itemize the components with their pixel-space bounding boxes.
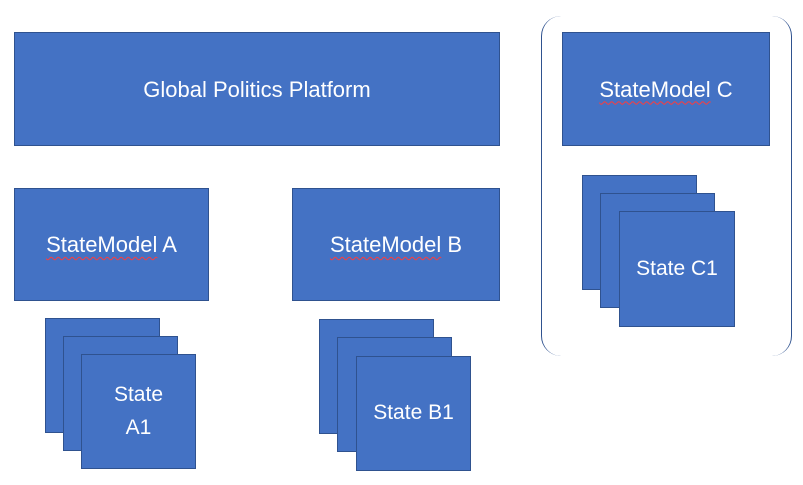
group-c-bracket [541, 16, 792, 356]
global-politics-platform-box: Global Politics Platform [14, 32, 500, 146]
global-politics-platform-label: Global Politics Platform [143, 76, 371, 102]
statemodel-a-label-main: StateModel [46, 232, 158, 257]
statemodel-c-label-main: StateModel [599, 76, 711, 102]
state-a1-label-line2: A1 [125, 415, 152, 439]
statemodel-c-label: StateModel C [599, 73, 732, 106]
state-a1-label-line1: State [113, 382, 164, 406]
statemodel-b-label-suffix: B [441, 232, 463, 257]
state-b1-box: State B1 [356, 356, 471, 471]
statemodel-b-label: StateModel B [330, 228, 462, 261]
statemodel-b-label-main: StateModel [329, 232, 442, 257]
state-c1-box: State C1 [619, 211, 735, 327]
state-c1-label: State C1 [636, 256, 718, 280]
state-a1-box: State A1 [81, 354, 196, 469]
statemodel-b-box: StateModel B [292, 188, 500, 301]
statemodel-a-label-suffix: A [157, 232, 177, 257]
statemodel-c-box: StateModel C [562, 32, 770, 146]
statemodel-c-label-suffix: C [710, 76, 733, 102]
statemodel-a-label: StateModel A [46, 228, 177, 261]
state-b1-label: State B1 [373, 401, 454, 425]
statemodel-a-box: StateModel A [14, 188, 209, 301]
